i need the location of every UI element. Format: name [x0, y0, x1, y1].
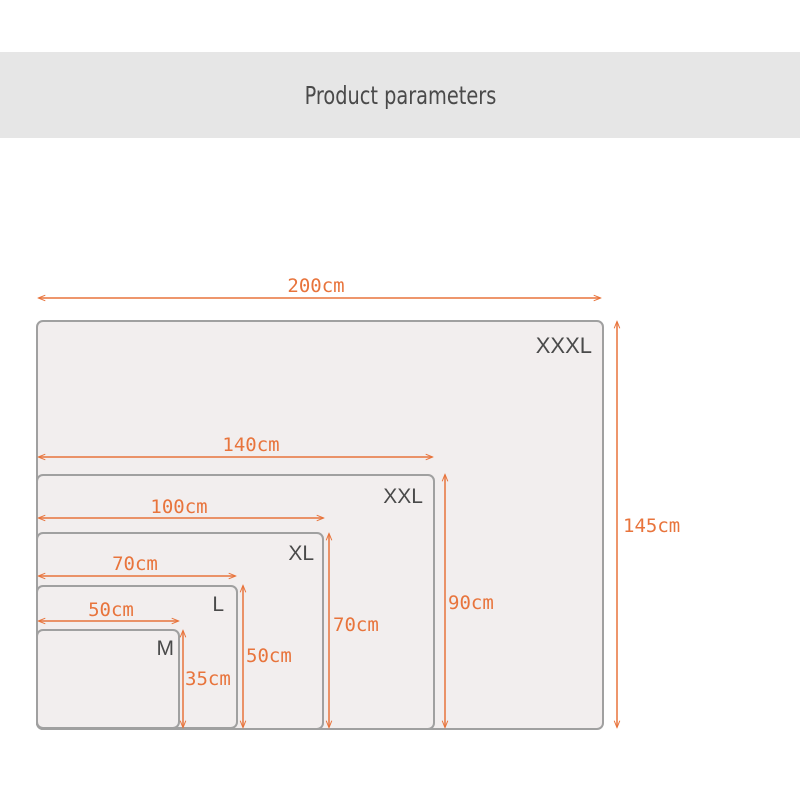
- height-label-m: 35cm: [185, 668, 231, 690]
- height-label-xxl: 90cm: [448, 592, 494, 614]
- page-title: Product parameters: [304, 80, 496, 110]
- height-label-l: 50cm: [246, 645, 292, 667]
- width-label-l: 70cm: [112, 553, 158, 575]
- size-label-m: M: [157, 637, 175, 660]
- width-label-xl: 100cm: [150, 496, 207, 518]
- size-label-l: L: [212, 593, 224, 616]
- width-label-xxxl: 200cm: [287, 275, 344, 297]
- width-label-m: 50cm: [88, 599, 134, 621]
- header-banner: Product parameters: [0, 52, 800, 138]
- width-label-xxl: 140cm: [222, 434, 279, 456]
- box-m: [36, 629, 180, 729]
- size-label-xxl: XXL: [383, 485, 423, 508]
- height-label-xl: 70cm: [333, 614, 379, 636]
- size-label-xxxl: XXXL: [536, 333, 592, 358]
- size-label-xl: XL: [288, 542, 314, 565]
- height-label-xxxl: 145cm: [623, 515, 680, 537]
